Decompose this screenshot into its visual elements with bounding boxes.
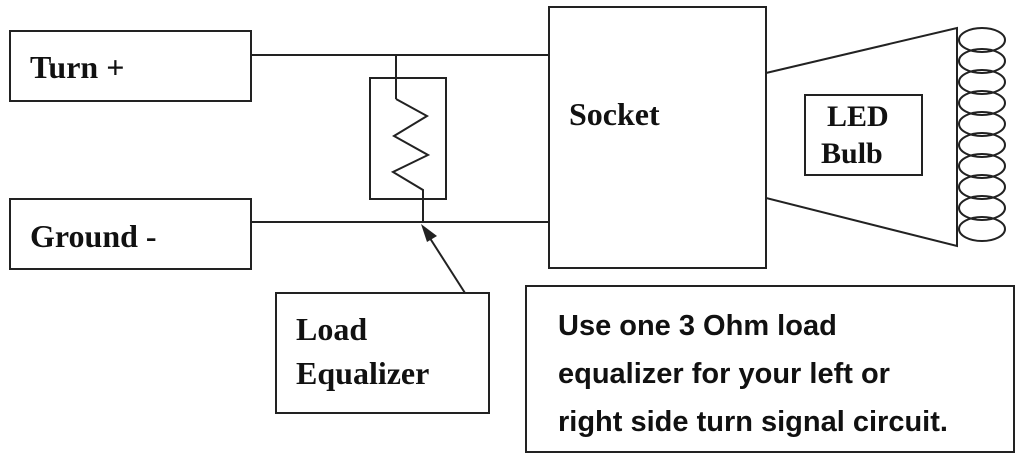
load-equalizer-label-line2: Equalizer [296,355,429,391]
turn-positive-box [9,30,252,102]
load-equalizer-label-box [275,292,490,414]
arrowhead-icon [421,224,437,242]
ground-negative-label: Ground - [30,218,157,254]
ground-negative-box [9,198,252,270]
socket-box [548,6,767,269]
turn-positive-label: Turn + [30,49,124,85]
led-coil-icon [958,27,1006,242]
load-equalizer-label-line1: Load [296,311,367,347]
load-equalizer-resistor-box [369,77,447,200]
note-box [525,285,1015,453]
led-bulb-label-line2: Bulb [821,137,883,170]
led-bulb-box [804,94,923,176]
socket-label: Socket [569,96,660,132]
note-line-1: Use one 3 Ohm load [558,310,837,342]
note-line-3: right side turn signal circuit. [558,406,948,438]
resistor-zigzag-icon [390,98,431,222]
led-bulb-label-line1: LED [827,100,889,133]
note-line-2: equalizer for your left or [558,358,890,390]
load-equalizer-pointer-line [425,231,466,294]
